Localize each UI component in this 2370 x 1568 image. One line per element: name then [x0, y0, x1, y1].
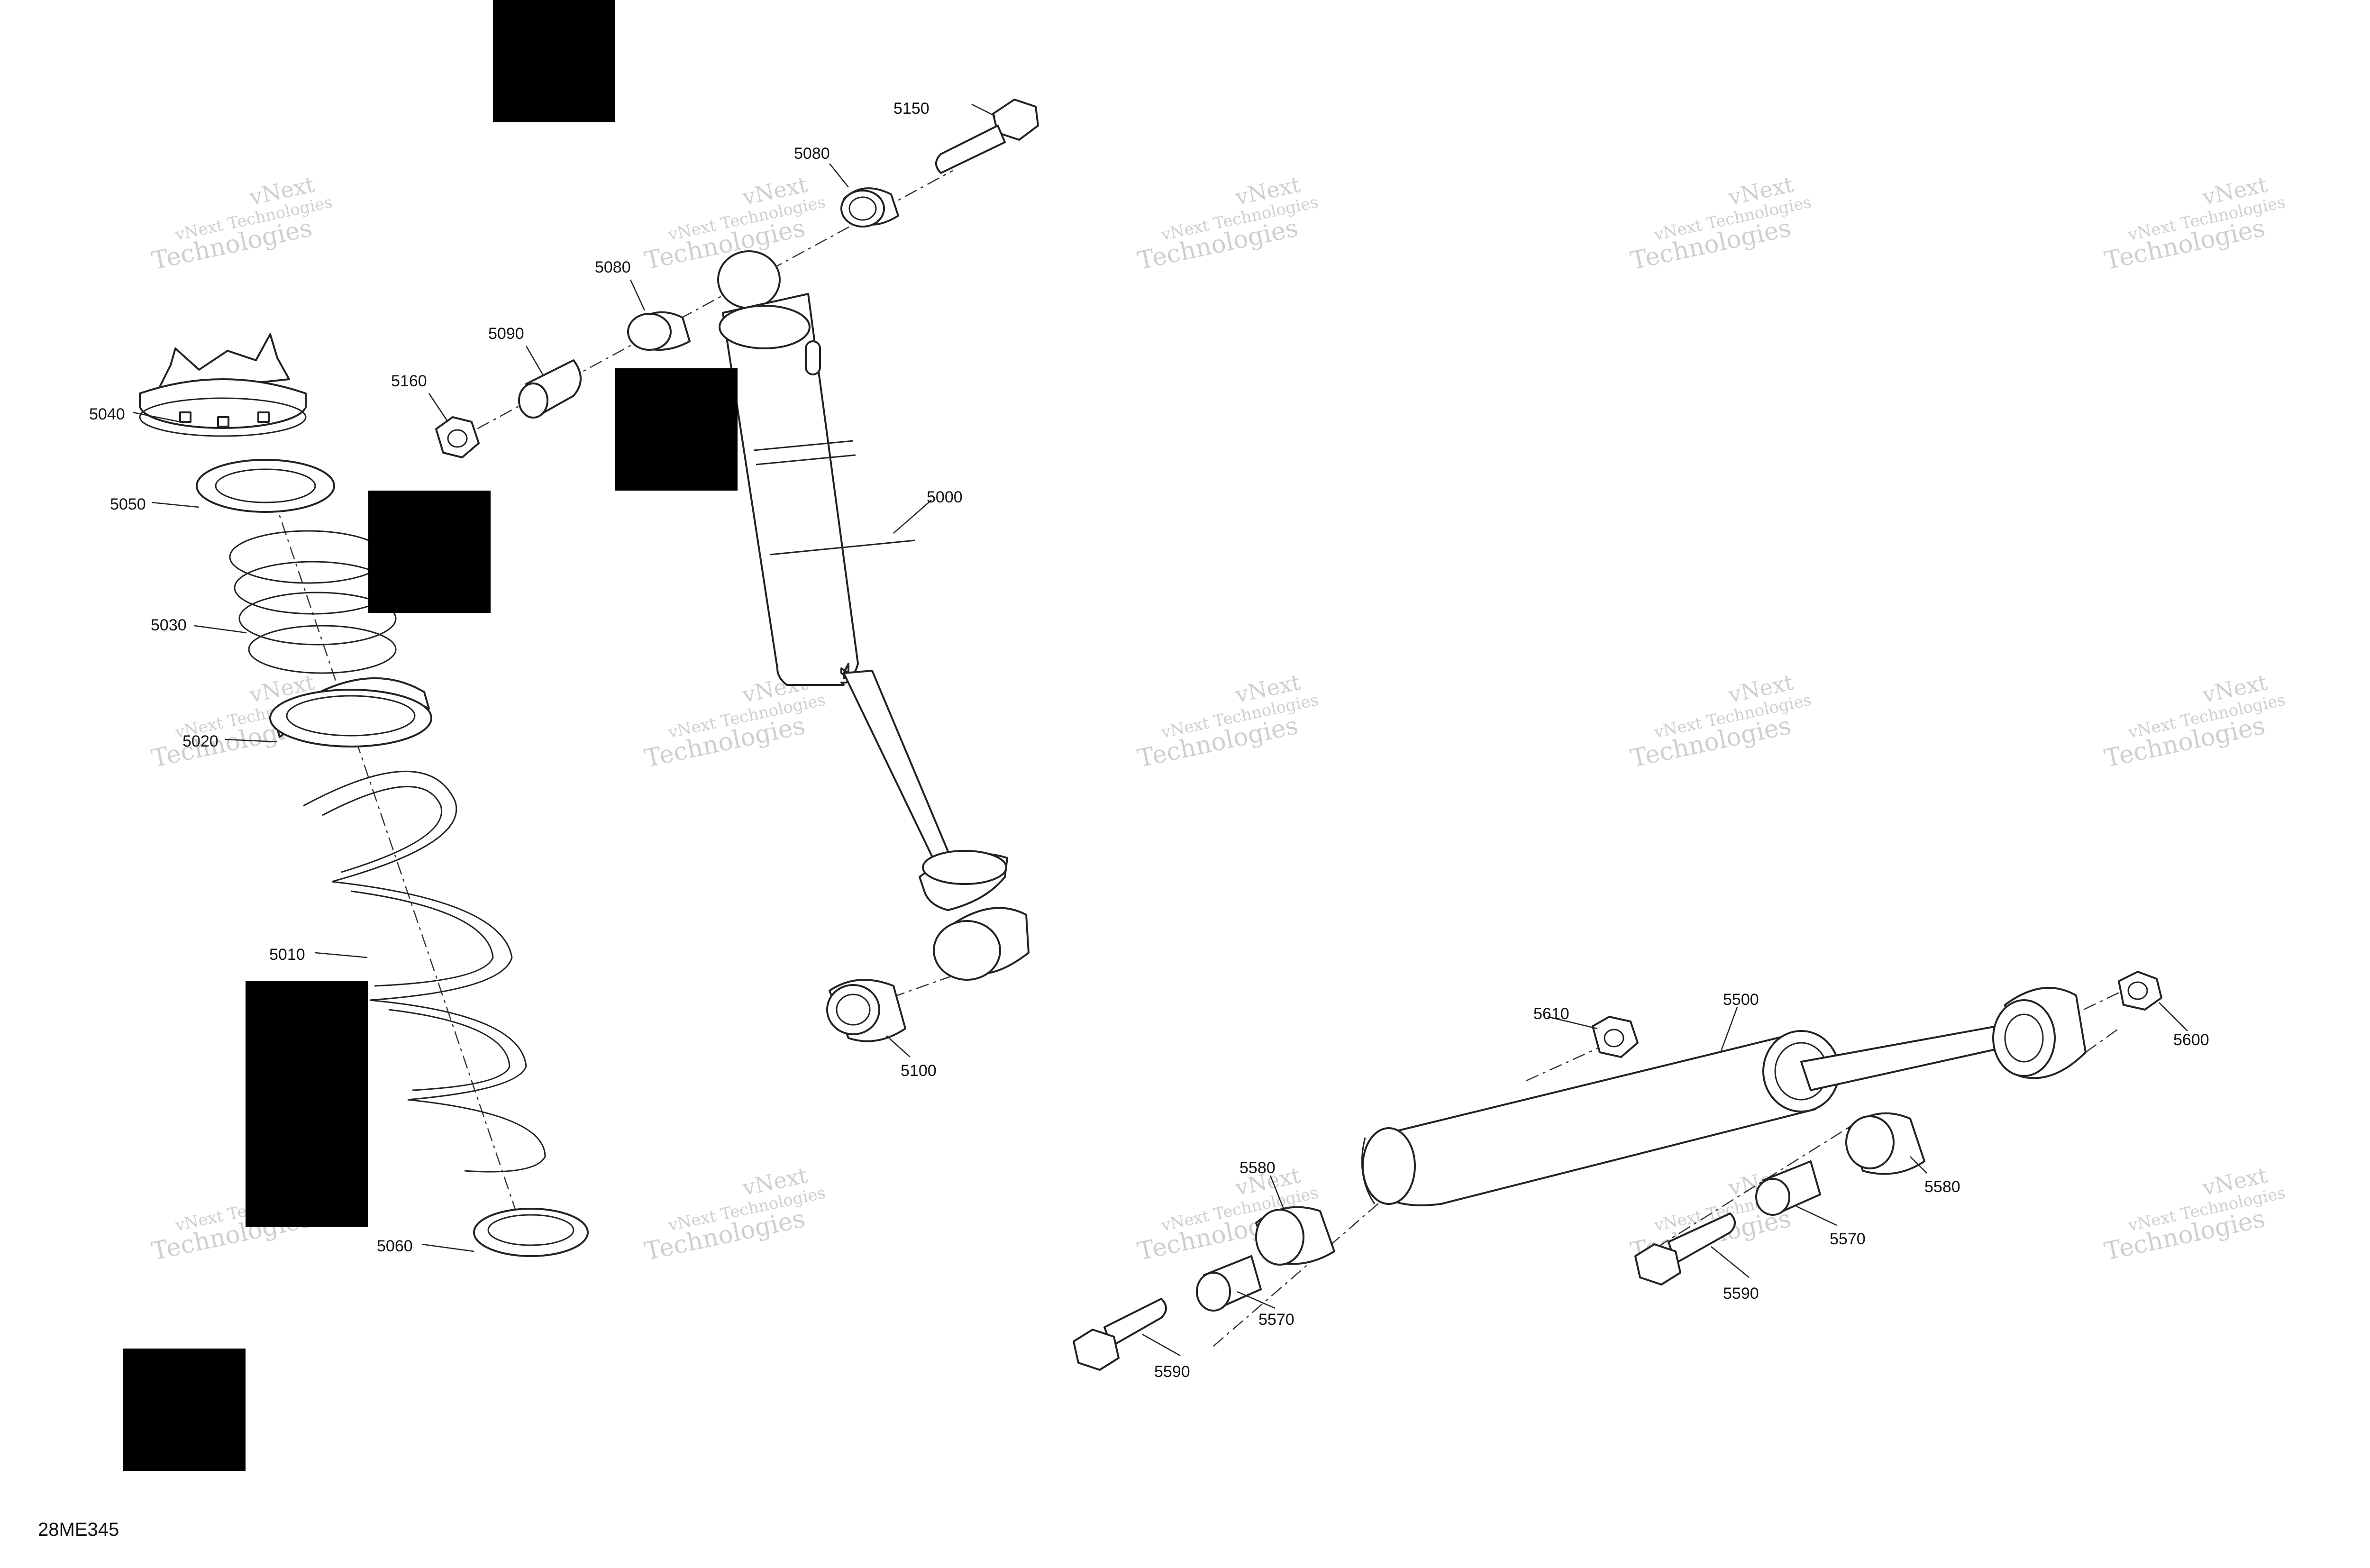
callout-5570-left: 5570 [1258, 1311, 1294, 1329]
redaction-block [615, 368, 738, 491]
bushing-5100 [826, 979, 906, 1042]
callout-5090: 5090 [488, 325, 524, 343]
spring-seat-5040 [139, 333, 307, 437]
callout-5600: 5600 [2173, 1031, 2209, 1049]
steering-damper-5500 [1361, 987, 2087, 1206]
spring-clip-5060 [473, 1208, 589, 1257]
callout-5570-right: 5570 [1830, 1230, 1866, 1248]
callout-5080-lower: 5080 [595, 258, 631, 276]
callout-5500: 5500 [1723, 991, 1759, 1009]
callout-5580-left: 5580 [1240, 1159, 1276, 1177]
callout-5060: 5060 [377, 1237, 413, 1255]
bushing-5080-upper [840, 187, 899, 228]
callout-5590-left: 5590 [1154, 1363, 1190, 1381]
redaction-block [123, 1349, 246, 1471]
main-spring-5010 [303, 771, 546, 1173]
callout-5160: 5160 [391, 372, 427, 390]
bolt-5590-right [1634, 1212, 1736, 1285]
leader-lines [132, 103, 2188, 1357]
washer-5050 [196, 459, 335, 513]
bolt-5150 [935, 99, 1039, 174]
drawing-number: 28ME345 [38, 1519, 119, 1540]
callout-5040: 5040 [89, 405, 125, 423]
nut-5610 [1592, 1016, 1639, 1058]
bushing-5580-left [1255, 1206, 1335, 1266]
sleeve-5570-left [1196, 1255, 1262, 1312]
callout-5030: 5030 [151, 616, 187, 634]
crossover-ring-5020 [269, 677, 432, 748]
redaction-block [493, 0, 615, 122]
redaction-block [246, 981, 368, 1227]
callout-5050: 5050 [110, 495, 146, 513]
callouts: 5150 5080 5080 5090 5160 5040 5050 5030 … [89, 100, 2209, 1381]
callout-5000: 5000 [927, 488, 963, 506]
shock-absorber-5000 [717, 250, 1030, 981]
nut-5600 [2118, 971, 2162, 1011]
sleeve-5570-right [1755, 1160, 1821, 1216]
redaction-block [368, 491, 491, 613]
bushing-5080-lower [627, 311, 691, 351]
callout-5100: 5100 [901, 1062, 937, 1080]
callout-5010: 5010 [269, 946, 305, 964]
nut-5160 [435, 416, 480, 458]
top-hardware [435, 99, 1039, 458]
callout-5610: 5610 [1533, 1005, 1569, 1023]
callout-5590-right: 5590 [1723, 1285, 1759, 1303]
bushing-5580-right [1845, 1112, 1925, 1175]
callout-5080-upper: 5080 [794, 145, 830, 163]
sleeve-5090 [518, 359, 582, 419]
callout-5580-right: 5580 [1924, 1178, 1960, 1196]
callout-5020: 5020 [182, 732, 219, 750]
callout-5150: 5150 [893, 100, 930, 118]
bolt-5590-left [1073, 1298, 1167, 1371]
redaction-blocks [123, 0, 738, 1471]
